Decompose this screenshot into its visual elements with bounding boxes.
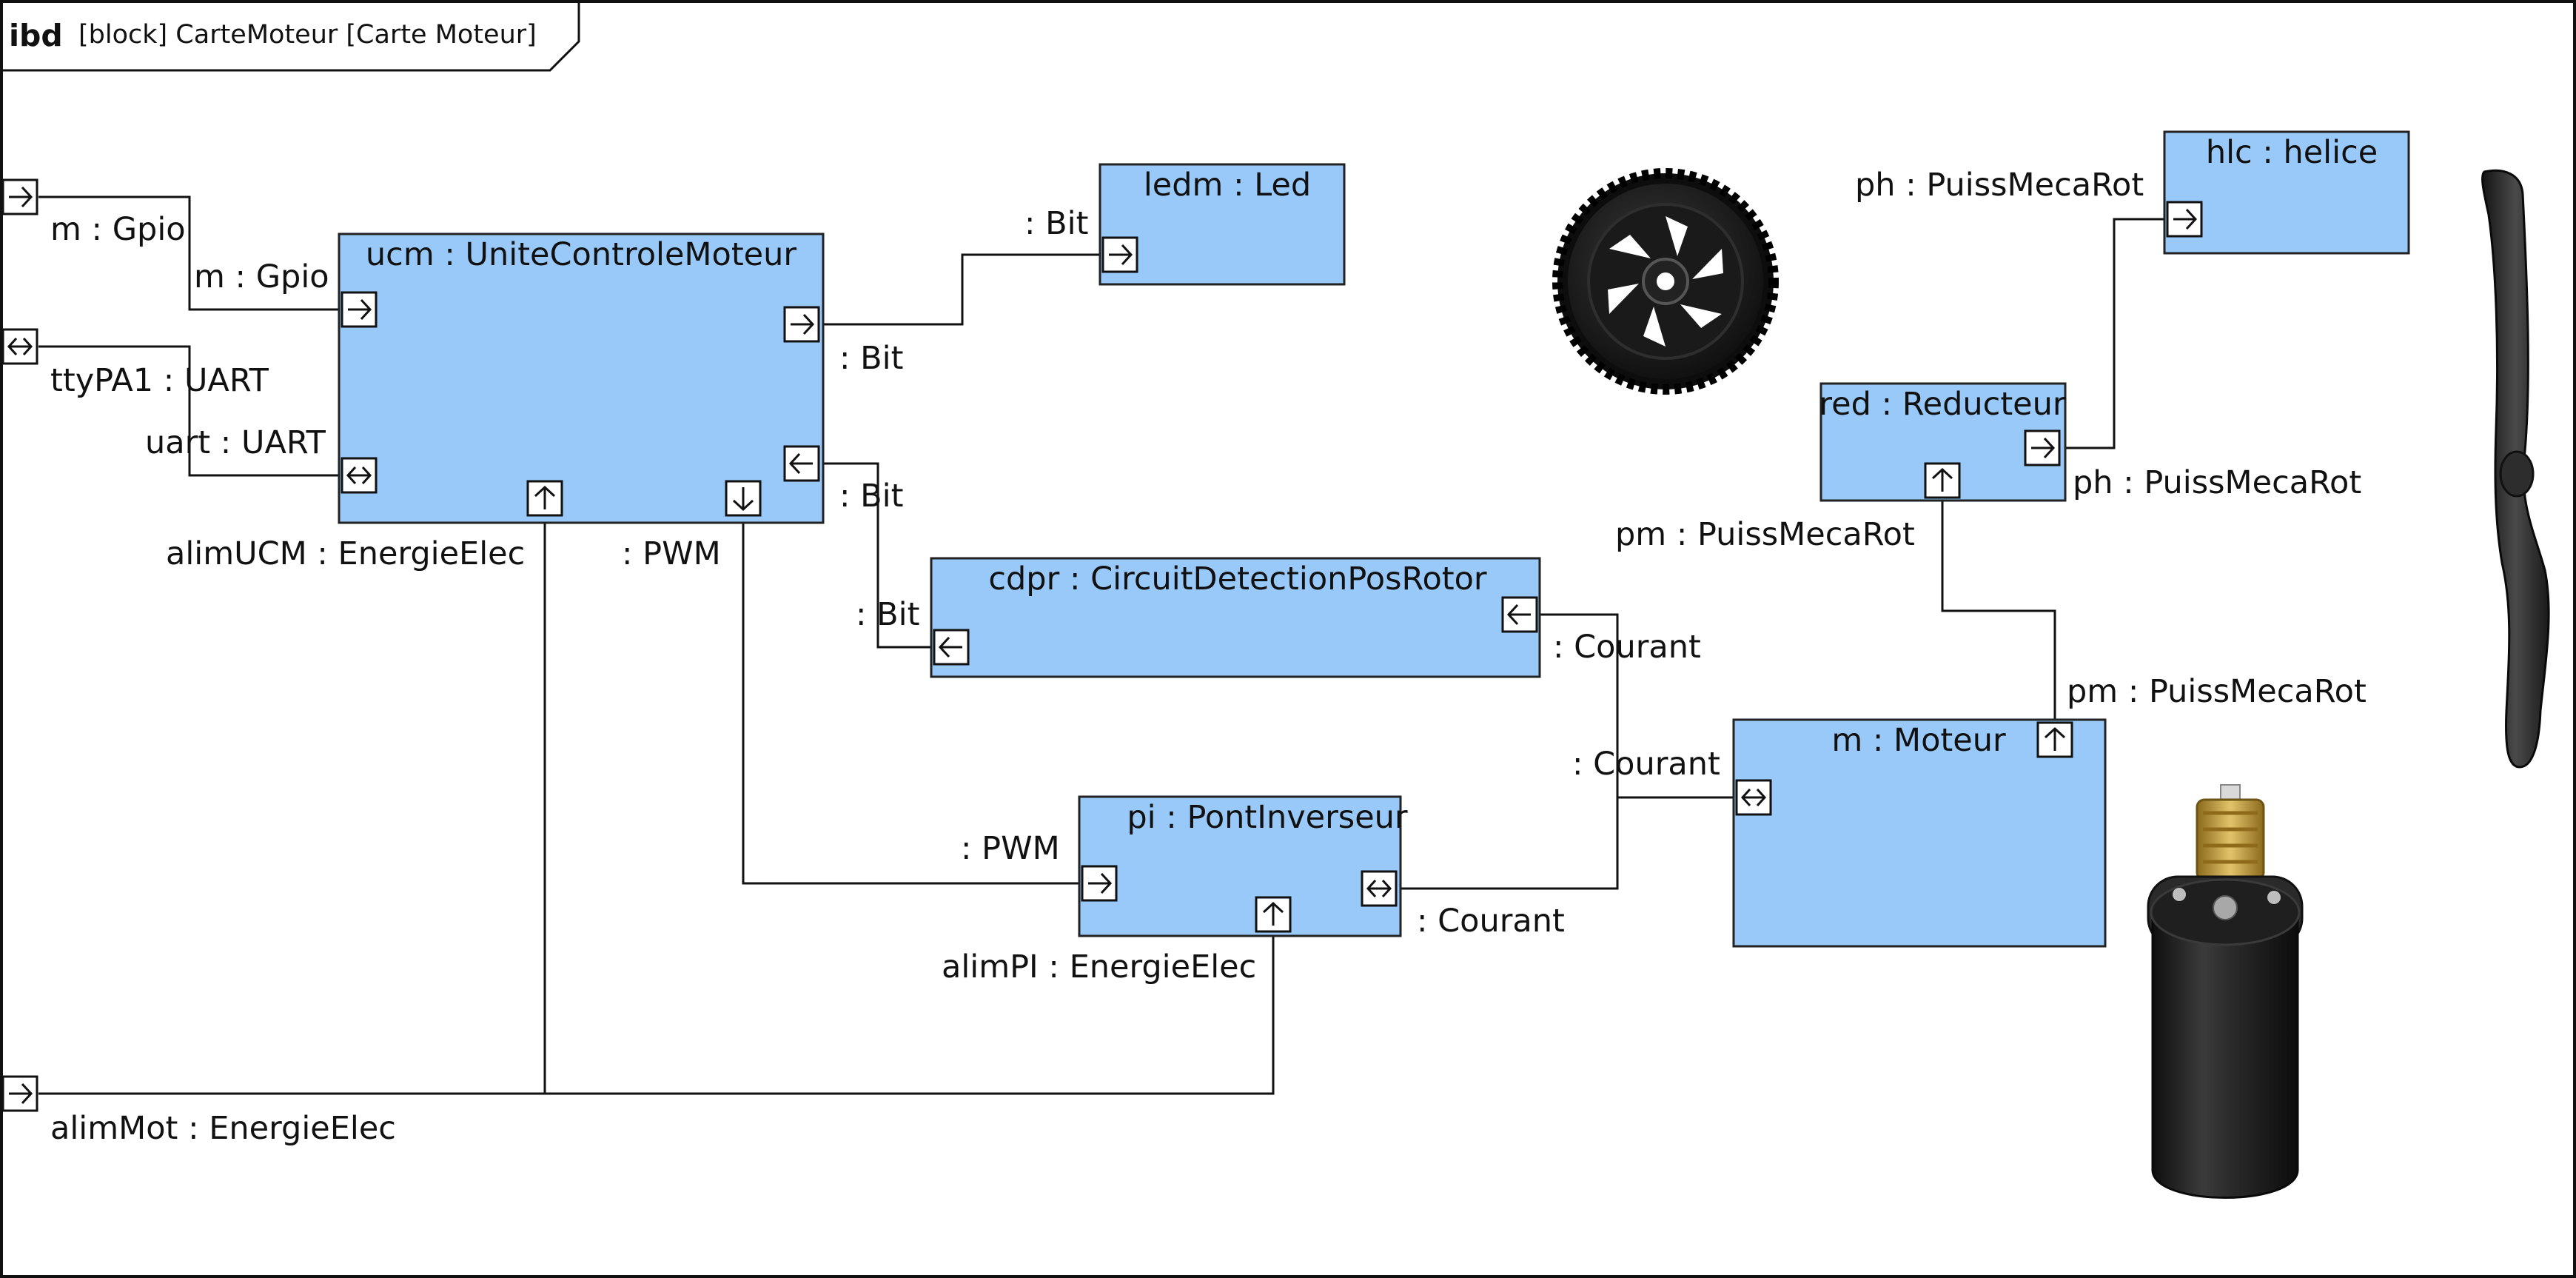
port-labels: m : Gpio m : Gpio ttyPA1 : UART uart : U…	[50, 167, 2367, 1147]
port-helice-ph[interactable]	[2166, 201, 2203, 238]
port-reducteur-pm[interactable]	[1924, 462, 1961, 499]
connector-pwm	[742, 515, 1081, 885]
connector-bit-cdpr	[819, 462, 933, 649]
part-ucm-box[interactable]	[338, 232, 825, 524]
label-reducteur-pm: pm : PuissMecaRot	[1615, 516, 1915, 553]
port-frame-alim[interactable]	[1, 1075, 38, 1112]
part-pi-label: pi : PontInverseur	[1127, 799, 1408, 836]
connector-bit-led	[819, 253, 1101, 326]
label-ucm-alim: alimUCM : EnergieElec	[166, 535, 525, 572]
part-helice-box[interactable]	[2163, 130, 2410, 255]
connector-uart	[38, 345, 341, 477]
port-ledm-bit[interactable]	[1101, 236, 1138, 273]
connector-alim-pi	[38, 931, 1275, 1095]
label-frame-uart: ttyPA1 : UART	[50, 362, 269, 399]
port-pi-courant[interactable]	[1361, 870, 1398, 907]
part-cdpr[interactable]: cdpr : CircuitDetectionPosRotor	[930, 557, 1541, 678]
port-ucm-alim[interactable]	[526, 480, 563, 517]
port-ucm-bit-in[interactable]	[783, 445, 820, 482]
label-moteur-courant: : Courant	[1572, 746, 1720, 783]
port-moteur-pm[interactable]	[2036, 721, 2073, 758]
port-ucm-uart[interactable]	[341, 457, 378, 494]
label-ucm-bit-in: : Bit	[839, 478, 903, 515]
label-pi-courant: : Courant	[1417, 903, 1565, 940]
part-helice-label: hlc : helice	[2206, 134, 2378, 171]
connector-gpio	[38, 195, 341, 311]
label-helice-ph: ph : PuissMecaRot	[1855, 167, 2144, 204]
motor-image	[2147, 784, 2304, 1199]
label-ledm-bit: : Bit	[1024, 205, 1088, 242]
label-frame-alim: alimMot : EnergieElec	[50, 1110, 396, 1147]
label-reducteur-ph: ph : PuissMecaRot	[2073, 464, 2361, 501]
port-cdpr-courant[interactable]	[1501, 596, 1538, 633]
part-pi-box[interactable]	[1078, 795, 1402, 937]
label-ucm-pwm: : PWM	[622, 535, 721, 572]
connector-pm	[1941, 483, 2056, 722]
part-ucm[interactable]: ucm : UniteControleMoteur	[338, 232, 825, 524]
label-cdpr-courant: : Courant	[1553, 629, 1701, 666]
part-moteur-label: m : Moteur	[1831, 722, 2006, 759]
connectors	[38, 195, 2166, 1095]
propeller-image	[2481, 169, 2550, 769]
port-ucm-pwm[interactable]	[725, 480, 762, 517]
port-moteur-courant[interactable]	[1735, 779, 1772, 816]
port-ucm-bit-out[interactable]	[783, 306, 820, 343]
connector-ph	[2061, 218, 2166, 449]
label-ucm-uart: uart : UART	[145, 424, 326, 461]
gear-image	[1552, 168, 1779, 395]
label-pi-pwm: : PWM	[961, 830, 1060, 867]
frame-header-tab	[1, 1, 580, 72]
part-ledm-label: ledm : Led	[1144, 167, 1311, 204]
label-ucm-bit-out: : Bit	[839, 340, 903, 377]
port-ucm-gpio[interactable]	[341, 291, 378, 328]
part-helice[interactable]: hlc : helice	[2163, 130, 2410, 255]
part-cdpr-label: cdpr : CircuitDetectionPosRotor	[988, 561, 1487, 598]
part-ucm-label: ucm : UniteControleMoteur	[366, 236, 796, 273]
frame-keyword: ibd	[9, 18, 63, 53]
part-cdpr-box[interactable]	[930, 557, 1541, 678]
port-cdpr-bit[interactable]	[933, 629, 970, 666]
port-frame-uart[interactable]	[1, 328, 38, 365]
label-moteur-pm: pm : PuissMecaRot	[2067, 673, 2367, 710]
label-pi-alim: alimPI : EnergieElec	[942, 949, 1256, 986]
part-ledm[interactable]: ledm : Led	[1099, 163, 1346, 286]
part-pi[interactable]: pi : PontInverseur	[1078, 795, 1408, 937]
label-cdpr-bit: : Bit	[856, 596, 919, 633]
part-ledm-box[interactable]	[1099, 163, 1346, 286]
label-ucm-gpio: m : Gpio	[194, 258, 329, 295]
frame-title: [block] CarteMoteur [Carte Moteur]	[78, 20, 537, 50]
label-frame-gpio: m : Gpio	[50, 211, 186, 248]
part-reducteur-label: red : Reducteur	[1819, 386, 2065, 423]
port-pi-pwm[interactable]	[1081, 865, 1118, 902]
port-reducteur-ph[interactable]	[2024, 429, 2061, 466]
connector-courant-cdpr-pi	[1398, 613, 1619, 890]
port-pi-alim[interactable]	[1255, 896, 1292, 933]
port-frame-gpio[interactable]	[1, 178, 38, 215]
